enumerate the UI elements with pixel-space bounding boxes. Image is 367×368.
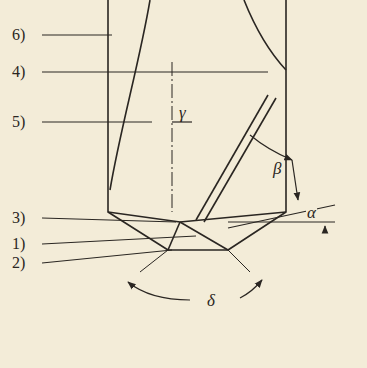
angle-label: α — [306, 204, 317, 221]
angle-arrow — [324, 226, 325, 232]
callout-number: 2) — [12, 255, 25, 271]
angle-mark — [172, 121, 192, 122]
callout-number: 3) — [12, 210, 25, 226]
cutting-edge — [204, 98, 276, 222]
flute-edge — [244, 0, 286, 70]
angle-arc — [250, 135, 292, 160]
leader-line — [42, 250, 172, 263]
leader-line — [42, 71, 268, 72]
chisel-edge — [168, 222, 180, 250]
callout-number: 4) — [12, 64, 25, 80]
drill-outline — [108, 0, 286, 250]
cutting-edge — [196, 95, 268, 220]
leader-line — [42, 236, 196, 244]
extension-line — [228, 250, 250, 272]
reference-line — [228, 221, 335, 222]
leader-line — [42, 34, 112, 35]
flute-edge — [110, 0, 150, 190]
angle-label: β — [272, 160, 282, 177]
angle-label: δ — [206, 292, 216, 309]
callout-number: 6) — [12, 27, 25, 43]
leader-line — [42, 218, 176, 222]
callout-number: 1) — [12, 236, 25, 252]
axis-line — [172, 62, 173, 212]
callout-number: 5) — [12, 114, 25, 130]
angle-arc — [128, 282, 190, 300]
angle-arc — [240, 280, 262, 298]
angle-label: γ — [178, 104, 187, 121]
angle-arc — [292, 160, 298, 200]
reference-line — [228, 205, 335, 228]
leader-line — [42, 121, 152, 122]
